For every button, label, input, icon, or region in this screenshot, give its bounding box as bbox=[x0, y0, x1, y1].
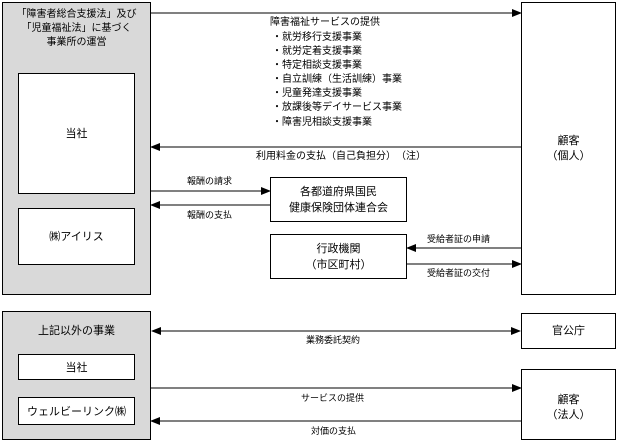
fee-payment-label: 利用料金の支払（自己負担分） （注） bbox=[256, 151, 426, 162]
certificate-issue-label: 受給者証の交付 bbox=[427, 269, 491, 279]
customer-individual-label-line1: 顧客 bbox=[557, 134, 580, 147]
service-item: ・特定相談支援事業 bbox=[272, 60, 362, 71]
government-label-line2: （市区町村） bbox=[305, 258, 372, 271]
customer-corporate-box bbox=[521, 369, 616, 440]
public-office-label: 官公庁 bbox=[552, 324, 585, 337]
section2-company-label: 当社 bbox=[65, 361, 88, 374]
service-item: ・放課後等デイサービス事業 bbox=[272, 102, 402, 113]
federation-label-line2: 健康保険団体連合会 bbox=[289, 201, 388, 214]
public-office-box bbox=[521, 313, 616, 349]
fee-payment-received-label: 報酬の支払 bbox=[187, 211, 233, 221]
service-item: ・就労定着支援事業 bbox=[272, 46, 362, 57]
company-box-label: 当社 bbox=[65, 127, 88, 140]
section1-header-line2: 「児童福祉法」に基づく bbox=[21, 23, 132, 34]
federation-box bbox=[270, 177, 407, 222]
section2-subsidiary-box bbox=[18, 397, 135, 425]
subsidiary-box bbox=[18, 208, 135, 265]
service-item: ・自立訓練（生活訓練）事業 bbox=[272, 74, 402, 85]
fee-request-label: 報酬の請求 bbox=[187, 177, 233, 187]
federation-label-line1: 各都道府県国民 bbox=[300, 185, 377, 198]
service-item: ・障害児相談支援事業 bbox=[272, 117, 372, 128]
certificate-application-label: 受給者証の申請 bbox=[427, 235, 491, 245]
section2-header: 上記以外の事業 bbox=[38, 324, 115, 337]
section1-header-line1: 「障害者総合支援法」及び bbox=[16, 9, 137, 20]
contract-label: 業務委託契約 bbox=[306, 336, 361, 346]
service-provision-title: 障害福祉サービスの提供 bbox=[270, 17, 380, 28]
subsidiary-box-label: ㈱アイリス bbox=[49, 230, 104, 243]
service-item: ・就労移行支援事業 bbox=[272, 32, 362, 43]
company-box bbox=[18, 73, 135, 194]
customer-corporate-label-line1: 顧客 bbox=[557, 393, 580, 406]
customer-individual-label-line2: （個人） bbox=[546, 149, 591, 162]
consideration-payment-label: 対価の支払 bbox=[311, 427, 357, 437]
customer-corporate-label-line2: （法人） bbox=[546, 408, 591, 421]
government-box bbox=[270, 234, 407, 279]
section1-header-line3: 事業所の運営 bbox=[46, 37, 107, 48]
customer-individual-box bbox=[521, 2, 616, 295]
section2-company-box bbox=[18, 354, 135, 380]
service-provision-corporate-label: サービスの提供 bbox=[301, 394, 365, 404]
section2-subsidiary-label: ウェルビーリンク㈱ bbox=[27, 405, 126, 418]
government-label-line1: 行政機関 bbox=[316, 242, 361, 255]
service-item: ・児童発達支援事業 bbox=[272, 88, 362, 99]
